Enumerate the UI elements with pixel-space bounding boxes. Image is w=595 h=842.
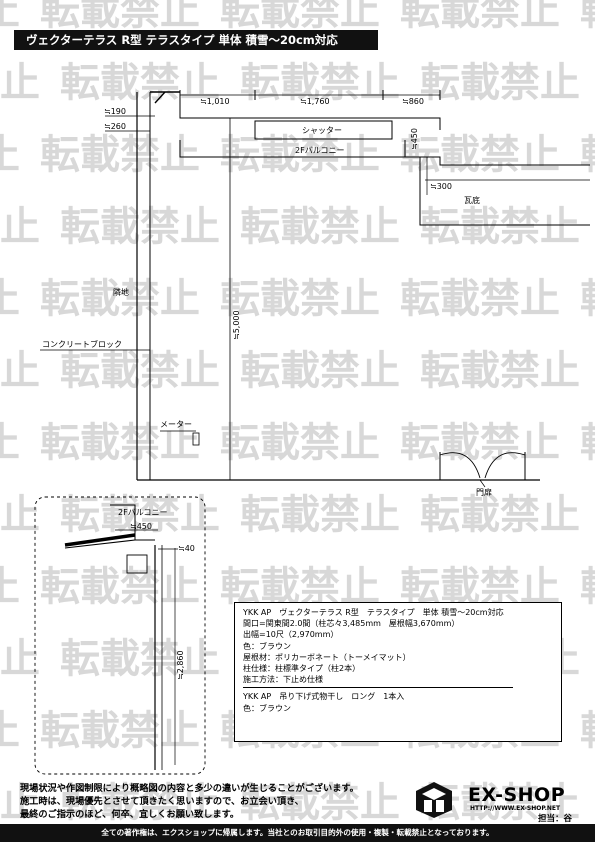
label-shutter: シャッター <box>302 126 342 135</box>
logo-url: HTTP://WWW.EX-SHOP.NET <box>470 805 561 812</box>
notes: 現場状況や作図制限により概略図の内容と多少の違いが生じることがございます。 施工… <box>20 782 359 821</box>
dim-height: ≒5,000 <box>232 310 241 340</box>
spec-box: YKK AP ヴェクターテラス R型 テラスタイプ 単体 積雪～20cm対応 間… <box>234 602 562 742</box>
spec-line: 柱仕様：柱標準タイプ（柱2本） <box>243 664 361 674</box>
spec-line: 色：ブラウン <box>243 641 291 651</box>
footer-bar: 全ての著作権は、エクスショップに帰属します。当社とのお取引目的外の使用・複製・転… <box>0 824 595 842</box>
note-line: 施工時は、現場優先とさせて頂きたく思いますので、お立会い頂き、 <box>20 796 304 807</box>
label-gate: 門扉 <box>476 488 492 497</box>
label-block: コンクリートブロック <box>42 340 122 349</box>
tanto-label: 担当：谷 <box>538 814 573 824</box>
label-meter: メーター <box>160 420 192 429</box>
dim-width-2: ≒1,760 <box>300 97 330 106</box>
dim-260: ≒260 <box>104 122 126 131</box>
spec-line: 間口=関東間2.0間（柱芯々3,485mm 屋根幅3,670mm） <box>243 619 460 629</box>
note-line: 最終のご指示のほど、何卒、宜しくお願い致します。 <box>20 809 240 820</box>
dim-width-1: ≒1,010 <box>200 97 230 106</box>
detail-dim-450: ≒450 <box>130 522 152 531</box>
spec-line: 屋根材：ポリカーボネート（トーメイマット） <box>243 652 411 662</box>
dim-190: ≒190 <box>104 107 126 116</box>
note-line: 現場状況や作図制限により概略図の内容と多少の違いが生じることがございます。 <box>20 783 359 794</box>
spec-line: 施工方法：下止め仕様 <box>243 675 323 685</box>
spec-line: 出幅=10尺（2,970mm） <box>243 630 339 640</box>
label-kawara: 瓦底 <box>464 196 480 205</box>
spec-line: YKK AP ヴェクターテラス R型 テラスタイプ 単体 積雪～20cm対応 <box>243 608 504 617</box>
dim-width-3: ≒860 <box>402 97 424 106</box>
ex-shop-logo-icon <box>416 782 452 818</box>
spec-divider <box>243 687 513 689</box>
detail-dim-40: ≒40 <box>178 544 195 553</box>
label-rinchi: 隣地 <box>113 288 129 297</box>
spec-line: YKK AP 吊り下げ式物干し ロング 1本入 <box>243 692 405 702</box>
dim-300: ≒300 <box>430 182 452 191</box>
logo-name: EX-SHOP <box>468 784 566 806</box>
page-title: ヴェクターテラス R型 テラスタイプ 単体 積雪～20cm対応 <box>14 30 378 50</box>
detail-balcony: 2Fバルコニー <box>118 508 168 517</box>
spec-line: 色：ブラウン <box>243 703 291 713</box>
dim-450: ≒450 <box>410 128 419 150</box>
detail-dim-2860: ≒2,860 <box>176 650 185 680</box>
label-balcony: 2Fバルコニー <box>295 146 345 155</box>
